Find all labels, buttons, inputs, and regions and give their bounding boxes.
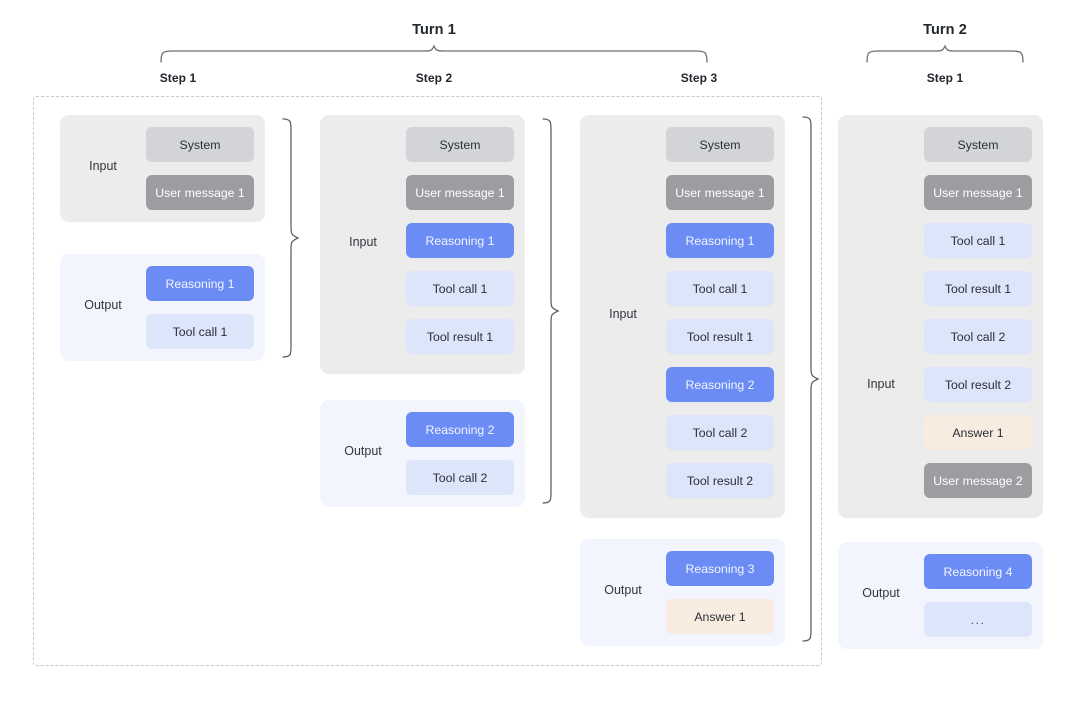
panel-label-output: Output [344,444,382,458]
block-stack: System User message 1 Reasoning 1 Tool c… [666,127,774,498]
block-tool-result: Tool result 2 [924,367,1032,402]
block-system: System [666,127,774,162]
block-user-message: User message 1 [146,175,254,210]
block-reasoning: Reasoning 2 [406,412,514,447]
block-reasoning: Reasoning 4 [924,554,1032,589]
panel-output-turn1-step2: Output Reasoning 2 Tool call 2 [320,400,525,507]
block-stack: System User message 1 [146,127,254,210]
block-tool-call: Tool call 1 [406,271,514,306]
panel-label-input: Input [89,159,117,173]
turn-1-brace [160,44,708,63]
block-user-message: User message 1 [406,175,514,210]
step-title-turn1-step3: Step 3 [680,71,718,85]
block-ellipsis: ... [924,602,1032,637]
block-tool-call: Tool call 1 [666,271,774,306]
block-tool-call: Tool call 1 [924,223,1032,258]
block-reasoning: Reasoning 1 [146,266,254,301]
block-reasoning: Reasoning 2 [666,367,774,402]
block-system: System [146,127,254,162]
panel-label-input: Input [867,377,895,391]
panel-label-input: Input [609,307,637,321]
block-tool-call: Tool call 2 [406,460,514,495]
block-reasoning: Reasoning 1 [406,223,514,258]
block-tool-call: Tool call 1 [146,314,254,349]
block-reasoning: Reasoning 3 [666,551,774,586]
panel-output-turn1-step1: Output Reasoning 1 Tool call 1 [60,254,265,361]
block-user-message: User message 1 [666,175,774,210]
block-tool-call: Tool call 2 [924,319,1032,354]
step-title-turn1-step2: Step 2 [415,71,453,85]
turn-2-brace [866,44,1024,63]
turn-title-1: Turn 1 [412,22,456,38]
panel-output-turn2-step1: Output Reasoning 4 ... [838,542,1043,649]
block-user-message: User message 1 [924,175,1032,210]
block-stack: Reasoning 3 Answer 1 [666,551,774,634]
block-reasoning: Reasoning 1 [666,223,774,258]
turn-1-boundary [33,96,822,666]
block-stack: System User message 1 Reasoning 1 Tool c… [406,127,514,354]
step-title-turn2-step1: Step 1 [926,71,964,85]
step-title-turn1-step1: Step 1 [159,71,197,85]
panel-label-output: Output [862,586,900,600]
block-system: System [406,127,514,162]
panel-input-turn1-step2: Input System User message 1 Reasoning 1 … [320,115,525,374]
block-user-message: User message 2 [924,463,1032,498]
panel-label-input: Input [349,235,377,249]
panel-label-output: Output [604,583,642,597]
block-stack: Reasoning 2 Tool call 2 [406,412,514,495]
panel-output-turn1-step3: Output Reasoning 3 Answer 1 [580,539,785,646]
block-answer: Answer 1 [666,599,774,634]
panel-input-turn2-step1: Input System User message 1 Tool call 1 … [838,115,1043,518]
block-tool-result: Tool result 2 [666,463,774,498]
panel-input-turn1-step3: Input System User message 1 Reasoning 1 … [580,115,785,518]
block-tool-result: Tool result 1 [406,319,514,354]
block-tool-result: Tool result 1 [666,319,774,354]
block-system: System [924,127,1032,162]
panel-input-turn1-step1: Input System User message 1 [60,115,265,222]
panel-label-output: Output [84,298,122,312]
block-stack: System User message 1 Tool call 1 Tool r… [924,127,1032,498]
block-tool-result: Tool result 1 [924,271,1032,306]
block-tool-call: Tool call 2 [666,415,774,450]
block-answer: Answer 1 [924,415,1032,450]
block-stack: Reasoning 4 ... [924,554,1032,637]
turn-title-2: Turn 2 [923,22,967,38]
block-stack: Reasoning 1 Tool call 1 [146,266,254,349]
